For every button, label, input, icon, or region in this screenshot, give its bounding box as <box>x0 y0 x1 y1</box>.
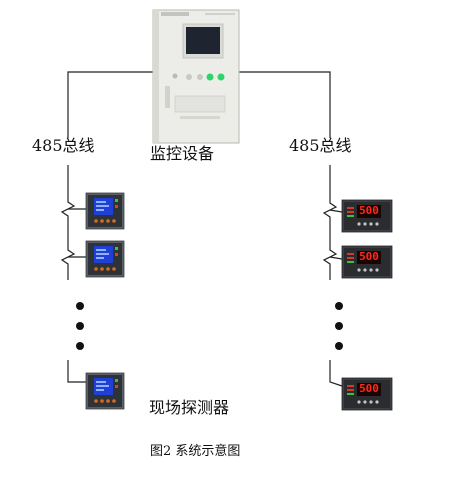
right-branch-2 <box>329 256 343 260</box>
cabinet-nameplate <box>161 12 189 16</box>
field-detector-label: 现场探测器 <box>149 398 230 417</box>
key-lock-icon <box>172 73 178 79</box>
right-bus-top-line <box>238 71 331 138</box>
led-value-2: 500 <box>359 250 379 263</box>
right-branch-1 <box>329 209 343 213</box>
right-bus-line <box>322 165 338 280</box>
left-bus-line <box>60 165 76 280</box>
field-detector-3 <box>85 372 125 410</box>
screen-icon <box>186 27 220 54</box>
field-detector-2 <box>85 240 125 278</box>
bus-label-left: 485总线 <box>32 136 95 155</box>
bus-wiring <box>60 71 343 387</box>
indicator-lamps <box>186 73 225 81</box>
left-bus-bottom-line <box>67 360 86 383</box>
monitoring-cabinet <box>152 9 240 144</box>
figure-caption: 图2 系统示意图 <box>150 444 241 459</box>
left-bus-top-line <box>67 71 153 138</box>
right-ellipsis-dots <box>335 302 343 350</box>
led-value-1: 500 <box>359 204 379 217</box>
left-ellipsis-dots <box>76 302 84 350</box>
field-detector-1 <box>85 192 125 230</box>
led-value-3: 500 <box>359 382 379 395</box>
right-bus-bottom-line <box>329 360 343 387</box>
monitor-device-label: 监控设备 <box>150 144 215 163</box>
bus-label-right: 485总线 <box>289 136 352 155</box>
